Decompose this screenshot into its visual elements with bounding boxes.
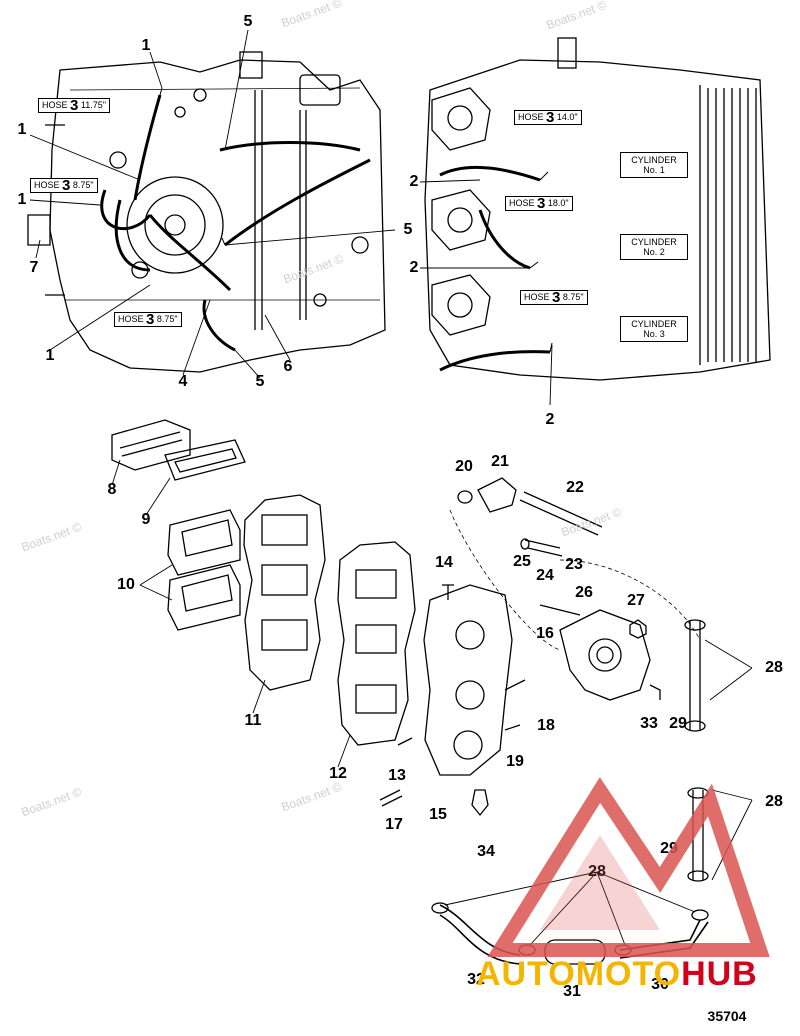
callout-13[interactable]: 13 [388, 767, 406, 784]
callout-8[interactable]: 8 [107, 481, 117, 498]
callout-24[interactable]: 24 [536, 567, 554, 584]
callout-5[interactable]: 5 [403, 221, 413, 238]
callout-23[interactable]: 23 [565, 556, 583, 573]
callout-10[interactable]: 10 [117, 576, 135, 593]
callout-11[interactable]: 11 [244, 712, 262, 729]
brand-logo-text: AUTOMOTO [476, 955, 682, 993]
cylinder-label: CYLINDER [631, 155, 677, 165]
callout-2[interactable]: 2 [409, 173, 419, 190]
reed-block-assembly [111, 419, 709, 965]
callout-18[interactable]: 18 [537, 717, 555, 734]
callout-14[interactable]: 14 [435, 554, 453, 571]
hose-tag: HOSE 3 8.75" [114, 312, 182, 328]
callout-27[interactable]: 27 [627, 592, 645, 609]
callout-31[interactable]: 31 [563, 983, 581, 1000]
cylinder-number: No. 3 [643, 329, 665, 339]
callout-16[interactable]: 16 [536, 625, 554, 642]
callout-34[interactable]: 34 [477, 843, 495, 860]
callout-28[interactable]: 28 [765, 793, 783, 810]
callout-32[interactable]: 32 [467, 971, 485, 988]
callout-20[interactable]: 20 [455, 458, 473, 475]
callout-22[interactable]: 22 [566, 479, 584, 496]
callout-5[interactable]: 5 [255, 373, 265, 390]
callout-1[interactable]: 1 [141, 37, 151, 54]
callout-17[interactable]: 17 [385, 816, 403, 833]
hose-tag: HOSE 3 18.0" [505, 196, 573, 212]
brand-logo-text: HUB [681, 955, 758, 993]
engine-right-view [424, 37, 771, 381]
cylinder-label: CYLINDER [631, 237, 677, 247]
callout-6[interactable]: 6 [283, 358, 293, 375]
hose-tag: HOSE 3 8.75" [520, 290, 588, 306]
callout-29[interactable]: 29 [660, 840, 678, 857]
callout-2[interactable]: 2 [545, 411, 555, 428]
callout-28[interactable]: 28 [765, 659, 783, 676]
engine-left-view [27, 51, 386, 373]
callout-4[interactable]: 4 [178, 373, 188, 390]
callout-33[interactable]: 33 [640, 715, 658, 732]
drawing-number: 35704 [707, 1008, 747, 1024]
cylinder-label: CYLINDER [631, 319, 677, 329]
callout-19[interactable]: 19 [506, 753, 524, 770]
callout-2[interactable]: 2 [409, 259, 419, 276]
callout-26[interactable]: 26 [575, 584, 593, 601]
hose-tag: HOSE 3 8.75" [30, 178, 98, 194]
callout-5[interactable]: 5 [243, 13, 253, 30]
callout-28[interactable]: 28 [588, 863, 606, 880]
callout-1[interactable]: 1 [17, 121, 27, 138]
callout-29[interactable]: 29 [669, 715, 687, 732]
callout-25[interactable]: 25 [513, 553, 531, 570]
hose-tag: HOSE 3 14.0" [514, 110, 582, 126]
brand-logo: AUTOMOTOHUB [476, 955, 758, 994]
callout-7[interactable]: 7 [29, 259, 39, 276]
callout-1[interactable]: 1 [17, 191, 27, 208]
callout-30[interactable]: 30 [651, 976, 669, 993]
callout-12[interactable]: 12 [329, 765, 347, 782]
cylinder-number: No. 2 [643, 247, 665, 257]
callout-21[interactable]: 21 [491, 453, 509, 470]
callout-15[interactable]: 15 [429, 806, 447, 823]
hose-tag: HOSE 3 11.75" [38, 98, 110, 114]
cylinder-number: No. 1 [643, 165, 665, 175]
callout-9[interactable]: 9 [141, 511, 151, 528]
callout-1[interactable]: 1 [45, 347, 55, 364]
